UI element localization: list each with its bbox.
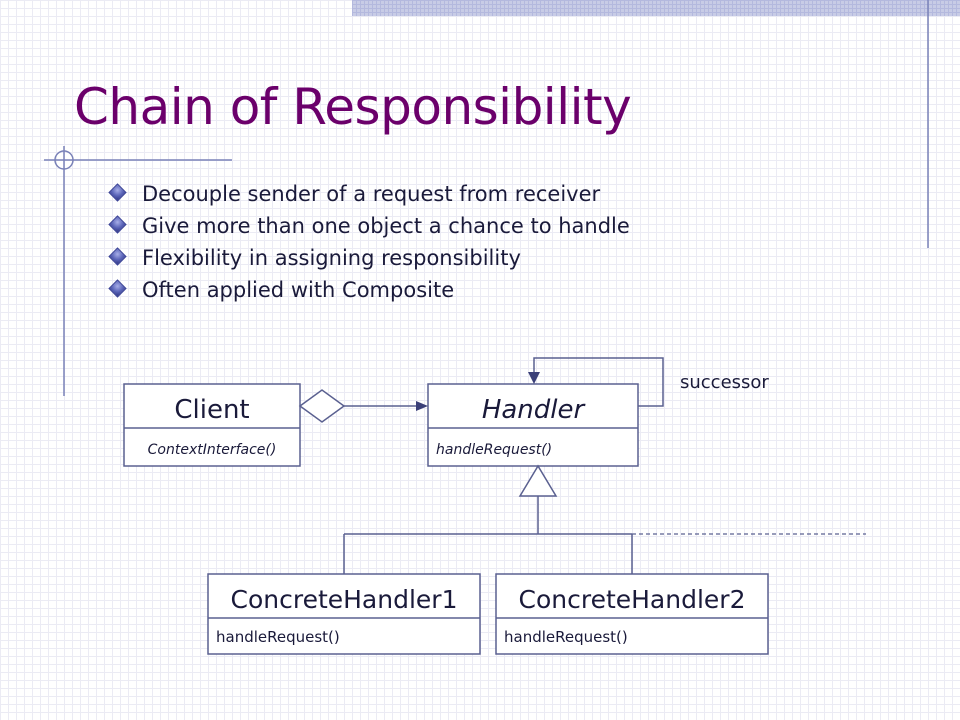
bullet-text: Give more than one object a chance to ha… — [142, 214, 630, 238]
bullet-list: Decouple sender of a request from receiv… — [109, 178, 630, 306]
client-method: ContextInterface() — [148, 442, 277, 458]
top-decoration-bar — [352, 0, 960, 16]
concrete-handler-1-box: ConcreteHandler1 handleRequest() — [207, 573, 481, 655]
concrete-handler-1-outline — [207, 573, 481, 655]
crosshair-circle — [54, 150, 74, 170]
concrete-handler-1-method: handleRequest() — [216, 628, 340, 646]
bullet-item: Give more than one object a chance to ha… — [109, 210, 630, 242]
handler-method: handleRequest() — [436, 442, 552, 458]
bullet-item: Often applied with Composite — [109, 274, 630, 306]
concrete-handler-1-name: ConcreteHandler1 — [231, 585, 458, 614]
inheritance-triangle — [518, 464, 558, 497]
client-name: Client — [174, 395, 249, 425]
bullet-text: Often applied with Composite — [142, 278, 455, 302]
concrete-handler-2-box: ConcreteHandler2 handleRequest() — [495, 573, 769, 655]
slide-title: Chain of Responsibility — [74, 78, 632, 136]
concrete-handler-2-outline — [495, 573, 769, 655]
handler-box-outline — [427, 383, 639, 467]
handler-name: Handler — [482, 395, 587, 425]
client-box-outline — [123, 383, 301, 467]
concrete-handler-2-name: ConcreteHandler2 — [519, 585, 746, 614]
successor-label: successor — [680, 372, 769, 393]
successor-self-link — [533, 357, 664, 407]
concrete-handler-2-method: handleRequest() — [504, 628, 628, 646]
association-arrowhead — [416, 401, 428, 411]
bullet-item: Decouple sender of a request from receiv… — [109, 178, 630, 210]
handler-class-box: Handler handleRequest() — [427, 383, 639, 467]
bullet-text: Flexibility in assigning responsibility — [142, 246, 521, 270]
client-class-box: Client ContextInterface() — [123, 383, 301, 467]
aggregation-diamond — [298, 389, 346, 423]
bullet-text: Decouple sender of a request from receiv… — [142, 182, 601, 206]
bullet-item: Flexibility in assigning responsibility — [109, 242, 630, 274]
successor-arrowhead — [528, 372, 540, 384]
